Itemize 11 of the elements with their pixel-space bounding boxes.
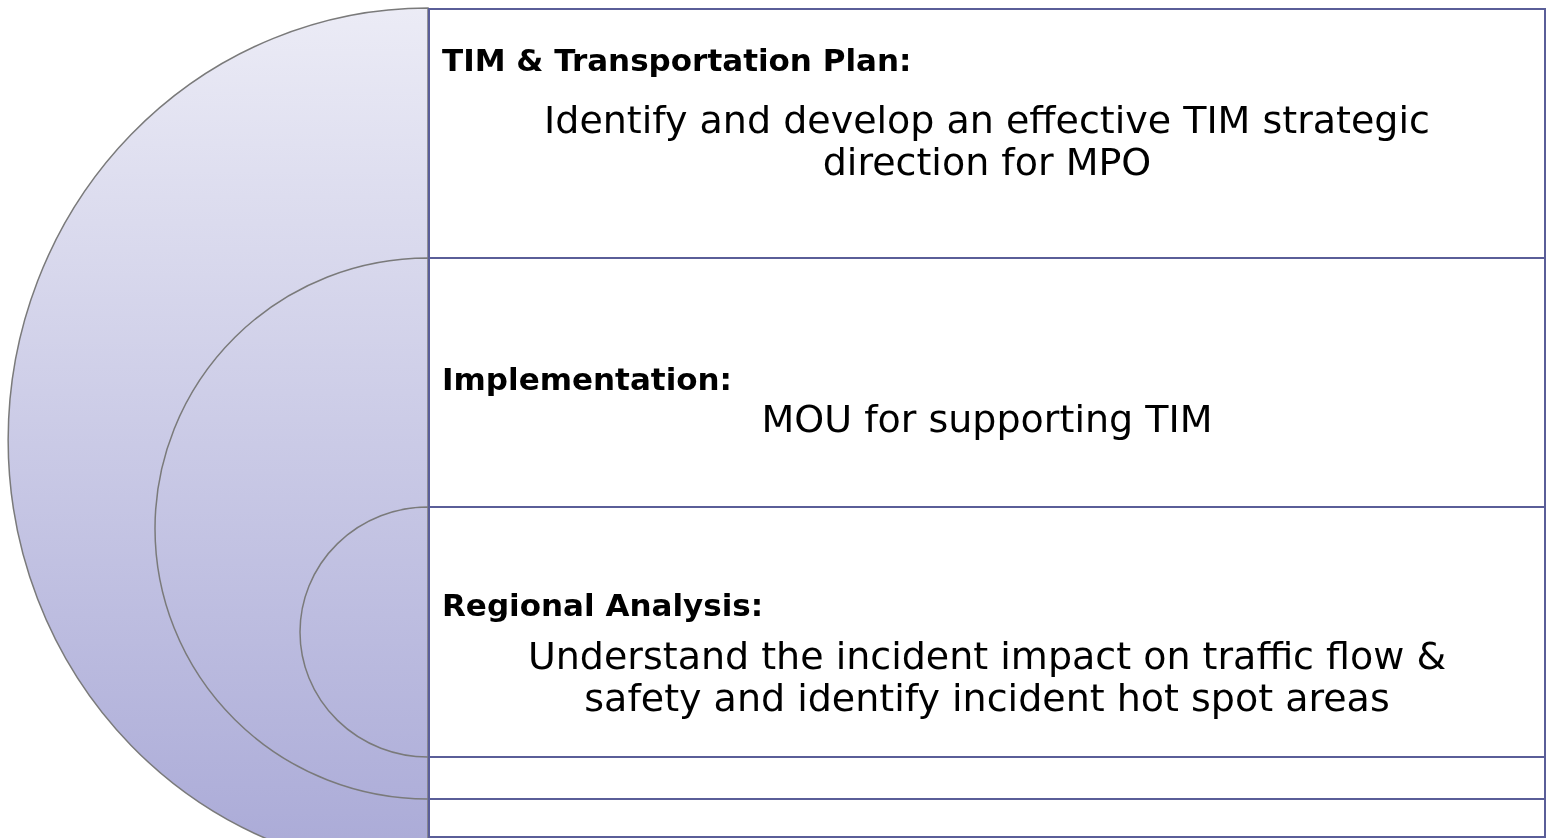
panel-heading: Regional Analysis: [442, 586, 764, 625]
panel-heading: Implementation: [442, 360, 733, 399]
panel-heading: TIM & Transportation Plan: [442, 41, 912, 80]
empty-box [428, 756, 1546, 800]
empty-box [428, 798, 1546, 838]
text-panel [428, 257, 1546, 508]
panel-text: Understand the incident impact on traffic flow & safety and identify incident hot spot areas [526, 635, 1448, 719]
text-panel [428, 506, 1546, 758]
panel-text: MOU for supporting TIM [760, 398, 1214, 440]
panel-text: Identify and develop an effective TIM strategic direction for MPO [543, 99, 1431, 183]
text-panel [428, 8, 1546, 259]
